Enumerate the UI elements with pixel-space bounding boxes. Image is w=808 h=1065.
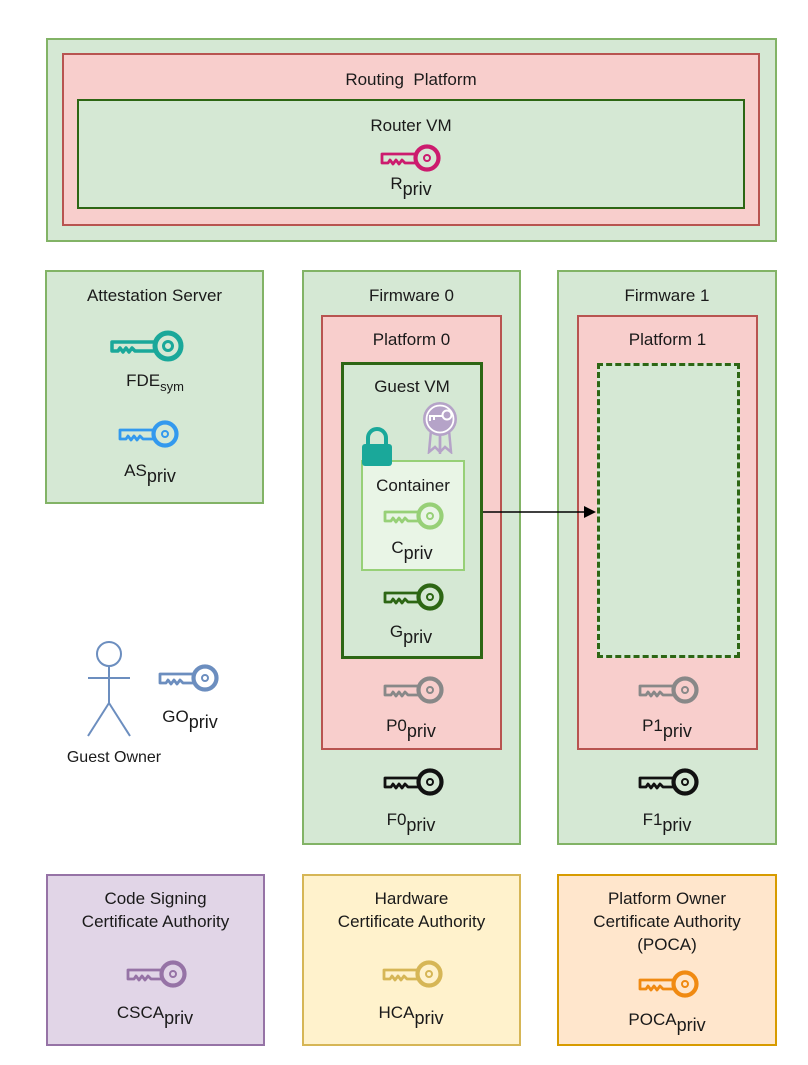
platform-1-title: Platform 1	[628, 330, 707, 349]
key-name: POCA	[628, 1010, 677, 1029]
hardware-ca: Hardware Certificate Authority	[302, 874, 521, 1046]
container-title: Container	[376, 476, 450, 495]
key-name: HCA	[378, 1003, 415, 1022]
poca-key-label: POCApriv	[617, 1010, 717, 1036]
key-subscript: priv	[662, 815, 692, 835]
person-icon	[87, 641, 131, 737]
firmware-1-key-label: F1priv	[617, 810, 717, 836]
ca-title-line-1: Code Signing	[104, 889, 207, 908]
key-name: F0	[386, 810, 407, 829]
key-icon	[381, 674, 447, 706]
key-subscript: priv	[146, 466, 176, 486]
router-vm-title: Router VM	[370, 116, 452, 135]
key-icon	[378, 142, 444, 174]
key-subscript: priv	[676, 1015, 706, 1035]
ca-title-line-2: Certificate Authority	[337, 912, 486, 931]
as-key-label: ASpriv	[100, 461, 200, 487]
firmware-0-title: Firmware 0	[368, 286, 454, 305]
key-icon	[381, 581, 447, 613]
container: Container	[361, 460, 465, 571]
key-icon	[636, 968, 702, 1000]
guest-owner-label: Guest Owner	[66, 749, 162, 766]
key-icon	[116, 418, 182, 450]
lock-icon	[361, 427, 393, 469]
attestation-server: Attestation Server	[45, 270, 264, 504]
key-name: GO	[162, 707, 189, 726]
key-icon	[381, 766, 447, 798]
key-icon	[380, 958, 446, 990]
code-signing-ca: Code Signing Certificate Authority	[46, 874, 265, 1046]
router-vm-key-label: Rpriv	[361, 174, 461, 200]
key-subscript: priv	[403, 627, 433, 647]
ca-title-line-3: (POCA)	[637, 935, 697, 954]
key-icon	[124, 958, 190, 990]
csca-key-label: CSCApriv	[105, 1003, 205, 1029]
attestation-server-title: Attestation Server	[86, 286, 223, 305]
migration-target-slot	[597, 363, 740, 658]
key-subscript: priv	[164, 1008, 194, 1028]
key-subscript: priv	[403, 543, 433, 563]
routing-platform-title: Routing Platform	[345, 70, 477, 89]
key-name: P0	[386, 716, 407, 735]
key-name: FDE	[126, 371, 161, 390]
key-icon	[156, 662, 222, 694]
platform-0-title: Platform 0	[372, 330, 451, 349]
ca-title-line-1: Platform Owner	[607, 889, 727, 908]
key-name: G	[389, 622, 404, 641]
platform-0-key-label: P0priv	[361, 716, 461, 742]
key-subscript: sym	[160, 379, 184, 394]
key-name: R	[390, 174, 403, 193]
ca-title-line-2: Certificate Authority	[81, 912, 230, 931]
key-subscript: priv	[662, 721, 692, 741]
fde-key-label: FDEsym	[105, 371, 205, 394]
container-key-label: Cpriv	[362, 538, 462, 564]
guest-vm-title: Guest VM	[374, 377, 450, 396]
key-subscript: priv	[188, 712, 218, 732]
guest-vm-key-label: Gpriv	[361, 622, 461, 648]
migration-arrow	[483, 506, 596, 518]
platform-owner-ca: Platform Owner Certificate Authority (PO…	[557, 874, 777, 1046]
certificate-icon	[421, 400, 459, 454]
key-name: C	[391, 538, 404, 557]
key-subscript: priv	[414, 1008, 444, 1028]
key-name: P1	[642, 716, 663, 735]
key-name: AS	[124, 461, 147, 480]
key-subscript: priv	[406, 721, 436, 741]
key-icon	[381, 500, 447, 532]
ca-title-line-2: Certificate Authority	[593, 912, 741, 931]
ca-title-line-1: Hardware	[374, 889, 449, 908]
key-icon	[636, 766, 702, 798]
platform-1-key-label: P1priv	[617, 716, 717, 742]
key-name: F1	[642, 810, 663, 829]
key-subscript: priv	[406, 815, 436, 835]
key-name: CSCA	[116, 1003, 165, 1022]
key-icon	[636, 674, 702, 706]
key-subscript: priv	[402, 179, 432, 199]
key-icon	[108, 328, 188, 364]
guest-owner-key-label: GOpriv	[140, 707, 240, 733]
hca-key-label: HCApriv	[361, 1003, 461, 1029]
firmware-0-key-label: F0priv	[361, 810, 461, 836]
firmware-1-title: Firmware 1	[624, 286, 710, 305]
